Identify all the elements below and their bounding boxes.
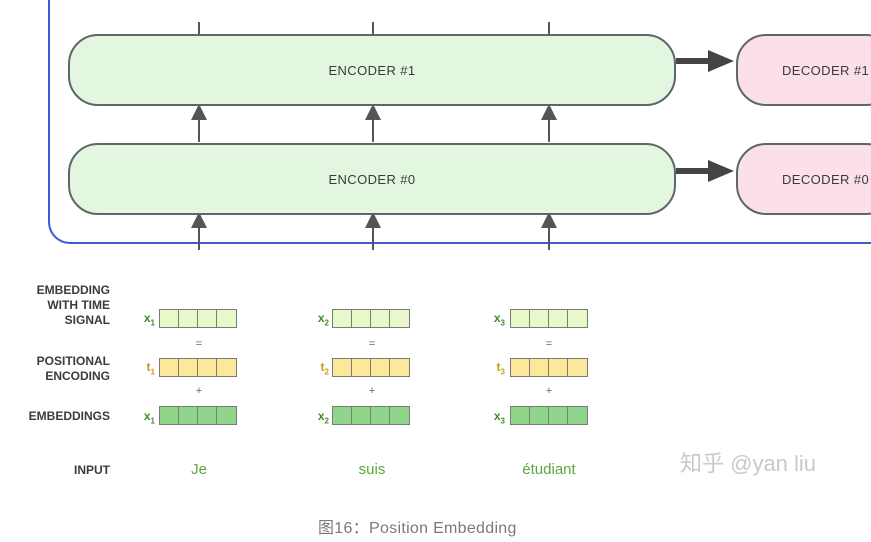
positional-symbol-3: t3 xyxy=(491,360,505,376)
embedding-symbol-2: x2 xyxy=(315,409,329,425)
enc0-dec0-arrow-head xyxy=(708,160,734,182)
signal-symbol-2: x2 xyxy=(315,311,329,327)
sym-sub: 1 xyxy=(150,416,155,426)
equals-sign-2: = xyxy=(368,338,376,350)
embedding-vector-2 xyxy=(332,406,410,425)
embedding-symbol-3: x3 xyxy=(491,409,505,425)
sym-sub: 2 xyxy=(324,318,329,328)
equals-sign-1: = xyxy=(195,338,203,350)
signal-symbol-3: x3 xyxy=(491,311,505,327)
input-word-1: Je xyxy=(191,461,207,478)
sym-letter: x xyxy=(493,409,501,423)
sym-sub: 3 xyxy=(500,367,505,377)
decoder-0-box: DECODER #0 xyxy=(736,143,871,215)
sym-letter: t xyxy=(496,360,501,374)
equals-sign-3: = xyxy=(545,338,553,350)
signal-vector-1 xyxy=(159,309,237,328)
label-positional-encoding: POSITIONAL ENCODING xyxy=(0,354,110,384)
sym-sub: 2 xyxy=(324,416,329,426)
sym-letter: t xyxy=(146,360,151,374)
label-line: POSITIONAL xyxy=(36,354,110,368)
embedding-symbol-1: x1 xyxy=(141,409,155,425)
sym-sub: 1 xyxy=(150,318,155,328)
plus-sign-2: + xyxy=(368,385,376,397)
watermark-text: 知乎 @yan liu xyxy=(680,451,817,476)
positional-vector-2 xyxy=(332,358,410,377)
plus-sign-3: + xyxy=(545,385,553,397)
input-word-2: suis xyxy=(358,461,386,478)
encoder-0-box: ENCODER #0 xyxy=(68,143,676,215)
encoder-1-box: ENCODER #1 xyxy=(68,34,676,106)
signal-vector-3 xyxy=(510,309,588,328)
embedding-vector-3 xyxy=(510,406,588,425)
signal-symbol-1: x1 xyxy=(141,311,155,327)
encoder-stack-frame xyxy=(48,0,871,244)
sym-letter: x xyxy=(493,311,501,325)
encoder-to-decoder-arrows xyxy=(676,50,734,182)
positional-symbol-1: t1 xyxy=(141,360,155,376)
positional-vector-3 xyxy=(510,358,588,377)
label-line: ENCODING xyxy=(45,369,110,383)
figure-caption: 图16：Position Embedding xyxy=(318,520,517,537)
enc1-dec1-arrow-head xyxy=(708,50,734,72)
sym-letter: x xyxy=(317,311,325,325)
decoder-1-box: DECODER #1 xyxy=(736,34,871,106)
sym-sub: 1 xyxy=(150,367,155,377)
sym-sub: 3 xyxy=(500,416,505,426)
label-line: WITH TIME xyxy=(47,298,110,312)
label-line: EMBEDDING xyxy=(36,283,110,297)
sym-letter: x xyxy=(317,409,325,423)
plus-sign-1: + xyxy=(195,385,203,397)
signal-vector-2 xyxy=(332,309,410,328)
label-input: INPUT xyxy=(74,463,110,477)
sym-letter: x xyxy=(143,311,151,325)
top-stubs xyxy=(198,22,550,34)
positional-symbol-2: t2 xyxy=(315,360,329,376)
positional-vector-1 xyxy=(159,358,237,377)
label-embeddings: EMBEDDINGS xyxy=(28,409,110,423)
input-word-3: étudiant xyxy=(522,461,576,478)
sym-letter: x xyxy=(143,409,151,423)
label-embedding-with-time-signal: EMBEDDING WITH TIME SIGNAL xyxy=(0,283,110,328)
sym-sub: 3 xyxy=(500,318,505,328)
sym-sub: 2 xyxy=(324,367,329,377)
label-line: SIGNAL xyxy=(64,313,110,327)
sym-letter: t xyxy=(320,360,325,374)
connection-arrows xyxy=(191,22,734,250)
embedding-vector-1 xyxy=(159,406,237,425)
